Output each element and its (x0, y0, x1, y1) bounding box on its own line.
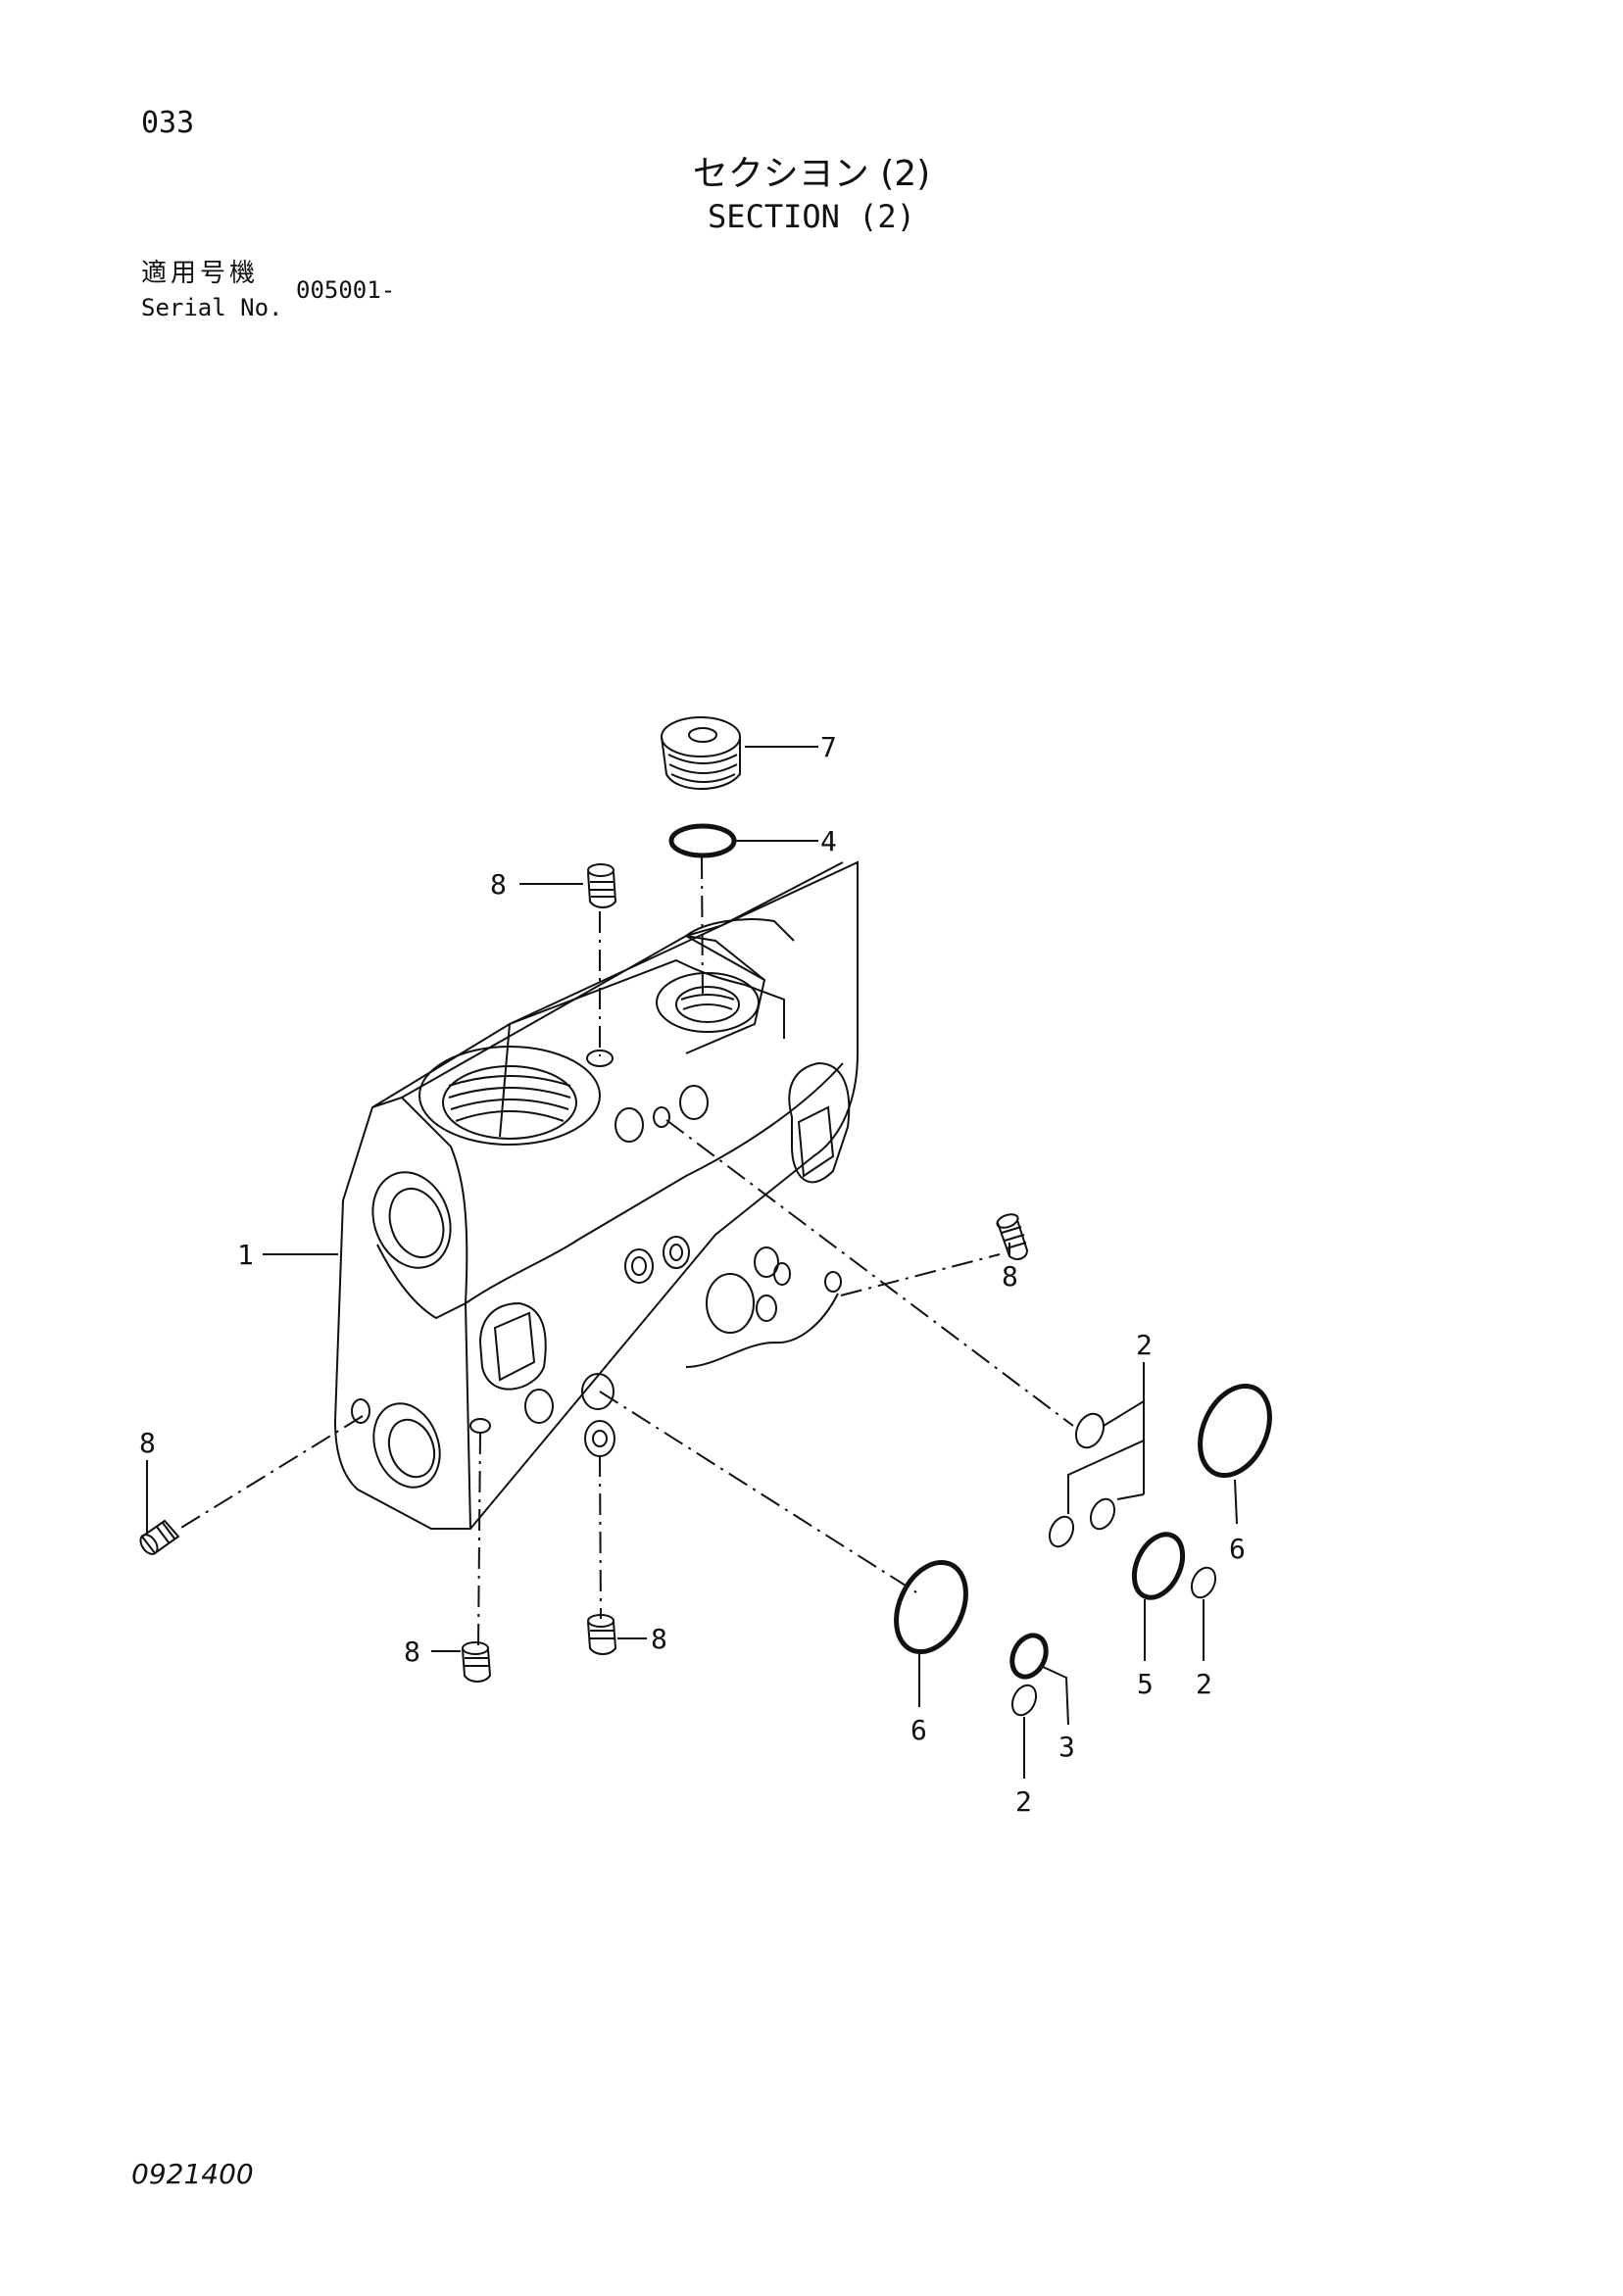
screw-plug-bottom-center (587, 1614, 617, 1655)
o-ring-2e (1010, 1684, 1038, 1717)
plug-7 (661, 716, 741, 790)
o-ring-2a (1074, 1412, 1106, 1449)
callout-8-left: 8 (139, 1427, 156, 1459)
callout-8-right: 8 (1002, 1260, 1018, 1293)
leader-lines (146, 746, 1238, 1779)
callout-8-top: 8 (490, 868, 507, 901)
callout-6-lower: 6 (910, 1714, 927, 1746)
callout-2-right: 2 (1196, 1668, 1212, 1700)
callout-1: 1 (237, 1239, 254, 1271)
title-japanese: セクシヨン (2) (692, 154, 931, 194)
o-ring-6-right (1198, 1383, 1272, 1479)
large-port-thread (448, 1075, 571, 1122)
page-number: 033 (141, 106, 195, 140)
serial-label-japanese: 適用号機 (141, 259, 260, 288)
o-ring-2c (1089, 1497, 1116, 1531)
screw-plug-bottom-left (462, 1641, 492, 1683)
document-code: 0921400 (131, 2158, 254, 2190)
o-ring-5 (1131, 1532, 1186, 1600)
o-ring-2d (1190, 1566, 1217, 1599)
title-english: SECTION (2) (708, 198, 915, 235)
callout-7: 7 (820, 731, 837, 763)
screw-plug-left (139, 1519, 180, 1555)
serial-label-english: Serial No. (141, 294, 283, 321)
screw-plug-right (996, 1213, 1029, 1260)
callout-5: 5 (1137, 1668, 1154, 1700)
o-ring-4 (668, 823, 737, 858)
callout-8-bottom-center: 8 (651, 1623, 667, 1655)
callout-6-right: 6 (1229, 1533, 1246, 1565)
serial-value: 005001- (296, 276, 396, 304)
callout-3: 3 (1058, 1731, 1075, 1763)
callout-2-bottom: 2 (1015, 1785, 1032, 1818)
callout-2-group: 2 (1136, 1329, 1153, 1361)
center-lines (175, 856, 1074, 1647)
callout-4: 4 (820, 825, 837, 857)
o-ring-3 (1009, 1633, 1049, 1680)
valve-section-body (333, 860, 859, 1530)
o-ring-6-lower (894, 1559, 968, 1655)
o-ring-2b (1048, 1515, 1075, 1548)
screw-plug-top (587, 863, 617, 908)
callout-8-bottom-left: 8 (404, 1636, 420, 1668)
